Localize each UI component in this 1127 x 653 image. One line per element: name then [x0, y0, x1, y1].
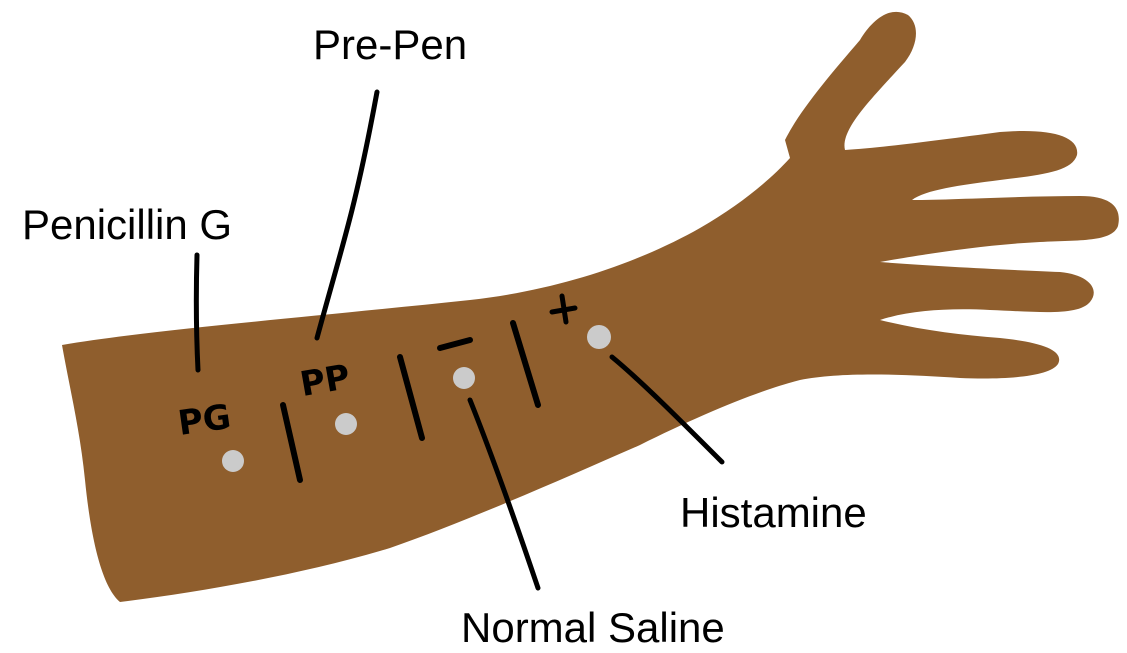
- normal-saline-label: Normal Saline: [461, 607, 725, 649]
- leader-line-penicillin-g: [196, 255, 198, 370]
- penicillin-g-label: Penicillin G: [22, 204, 232, 246]
- arm-shape: [62, 12, 1119, 602]
- injection-site-normal-saline: [453, 367, 475, 389]
- histamine-label: Histamine: [680, 492, 867, 534]
- injection-site-pre-pen: [335, 413, 357, 435]
- injection-site-histamine: [587, 325, 611, 349]
- pp-mark: PP: [297, 357, 353, 405]
- injection-site-penicillin-g: [222, 450, 244, 472]
- leader-line-pre-pen: [317, 92, 377, 338]
- pre-pen-label: Pre-Pen: [313, 24, 467, 66]
- pg-mark: PG: [176, 397, 234, 444]
